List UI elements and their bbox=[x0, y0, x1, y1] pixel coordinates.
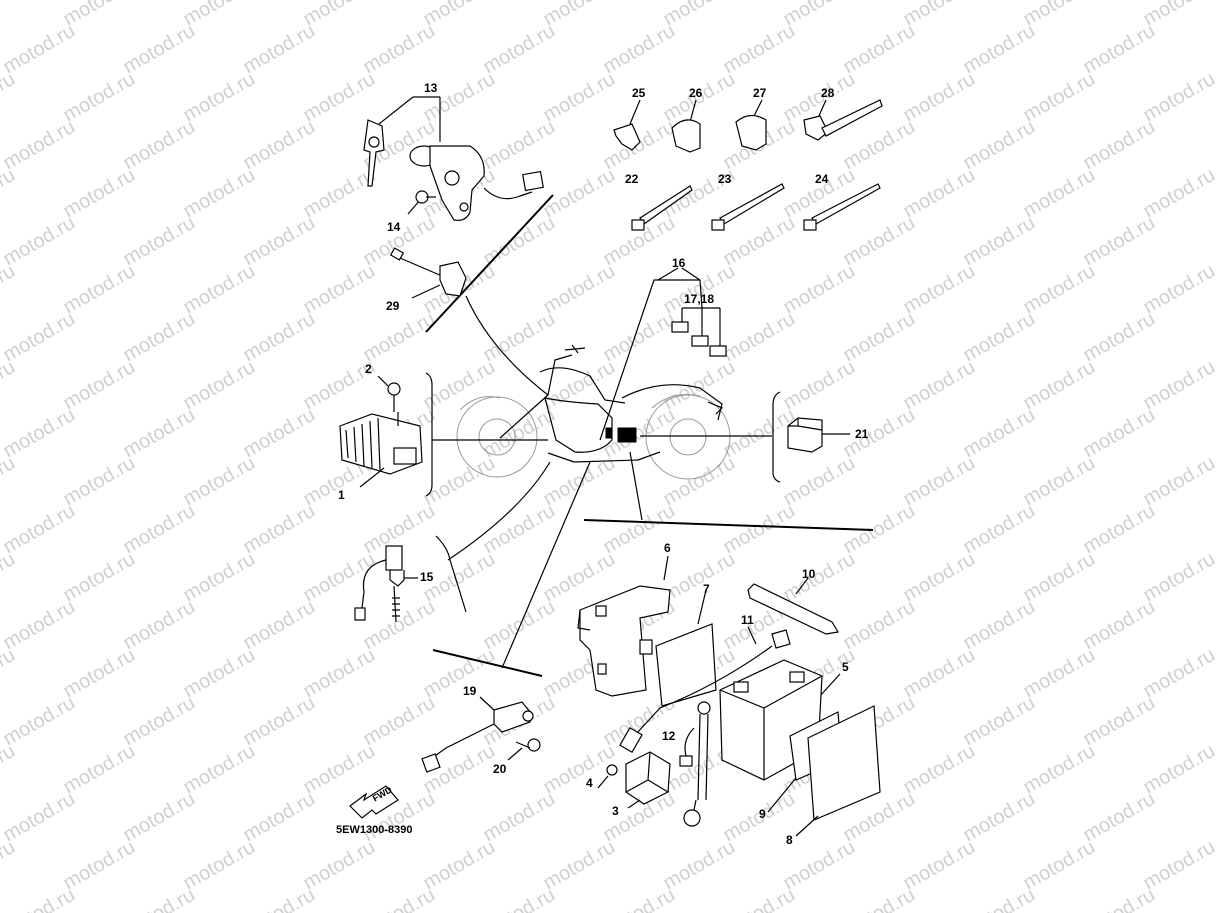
callout-24: 24 bbox=[815, 172, 829, 186]
callout-29: 29 bbox=[386, 299, 400, 313]
main-switch-part-13 bbox=[363, 96, 544, 221]
callout-2: 2 bbox=[365, 362, 372, 376]
callout-5: 5 bbox=[842, 660, 849, 674]
motorcycle-outline bbox=[456, 344, 731, 480]
callout-14: 14 bbox=[387, 220, 401, 234]
callout-4: 4 bbox=[586, 776, 593, 790]
callout-20: 20 bbox=[493, 762, 507, 776]
callout-23: 23 bbox=[718, 172, 732, 186]
battery-cable-part-12 bbox=[679, 701, 711, 827]
callout-12: 12 bbox=[662, 729, 676, 743]
callout-9: 9 bbox=[759, 807, 766, 821]
callout-17-18: 17,18 bbox=[684, 292, 715, 306]
bolt-part-20 bbox=[507, 738, 541, 761]
bracket-right bbox=[772, 391, 781, 483]
leader-wires bbox=[425, 194, 874, 677]
callout-7: 7 bbox=[703, 582, 710, 596]
callout-10: 10 bbox=[802, 567, 816, 581]
relay-part-21 bbox=[787, 417, 850, 453]
battery-case-part-6 bbox=[577, 555, 671, 697]
callout-15: 15 bbox=[420, 570, 434, 584]
callout-6: 6 bbox=[664, 541, 671, 555]
clamp-part-26 bbox=[671, 99, 701, 153]
sensor-part-19 bbox=[421, 696, 534, 773]
nut-part-4 bbox=[597, 764, 618, 789]
screw-part-14 bbox=[407, 190, 436, 215]
callout-25: 25 bbox=[632, 86, 646, 100]
sensor-part-29 bbox=[389, 247, 467, 299]
callout-8: 8 bbox=[786, 833, 793, 847]
cable-tie-part-24 bbox=[803, 183, 881, 231]
switch-part-15 bbox=[354, 545, 418, 623]
callout-26: 26 bbox=[689, 86, 703, 100]
bracket-15 bbox=[435, 535, 467, 613]
cable-tie-part-22 bbox=[631, 185, 693, 231]
fuse-part-17-18 bbox=[671, 307, 727, 357]
callout-28: 28 bbox=[821, 86, 835, 100]
fwd-arrow-icon bbox=[349, 785, 399, 819]
battery-band-part-10 bbox=[747, 577, 839, 635]
callout-27: 27 bbox=[753, 86, 767, 100]
bolt-part-2 bbox=[377, 375, 401, 412]
band-part-28 bbox=[803, 99, 883, 141]
bracket-left bbox=[425, 372, 433, 497]
battery-cable-part-11 bbox=[619, 626, 791, 753]
callout-11: 11 bbox=[741, 613, 754, 627]
clamp-part-25 bbox=[613, 99, 641, 151]
callout-22: 22 bbox=[625, 172, 639, 186]
clamp-part-27 bbox=[735, 99, 767, 151]
callout-21: 21 bbox=[855, 427, 869, 441]
battery-pad-part-8 bbox=[795, 705, 881, 837]
leader-16 bbox=[657, 267, 701, 281]
callout-1: 1 bbox=[338, 488, 345, 502]
callout-19: 19 bbox=[463, 684, 477, 698]
callout-13: 13 bbox=[424, 81, 438, 95]
cable-tie-part-23 bbox=[711, 183, 785, 231]
callout-16: 16 bbox=[672, 256, 686, 270]
starter-relay-part-3 bbox=[625, 751, 671, 809]
cover-part-7 bbox=[655, 589, 717, 707]
rectifier-regulator-part-1 bbox=[339, 412, 423, 488]
diagram-code: 5EW1300-8390 bbox=[336, 824, 413, 836]
callout-3: 3 bbox=[612, 804, 619, 818]
